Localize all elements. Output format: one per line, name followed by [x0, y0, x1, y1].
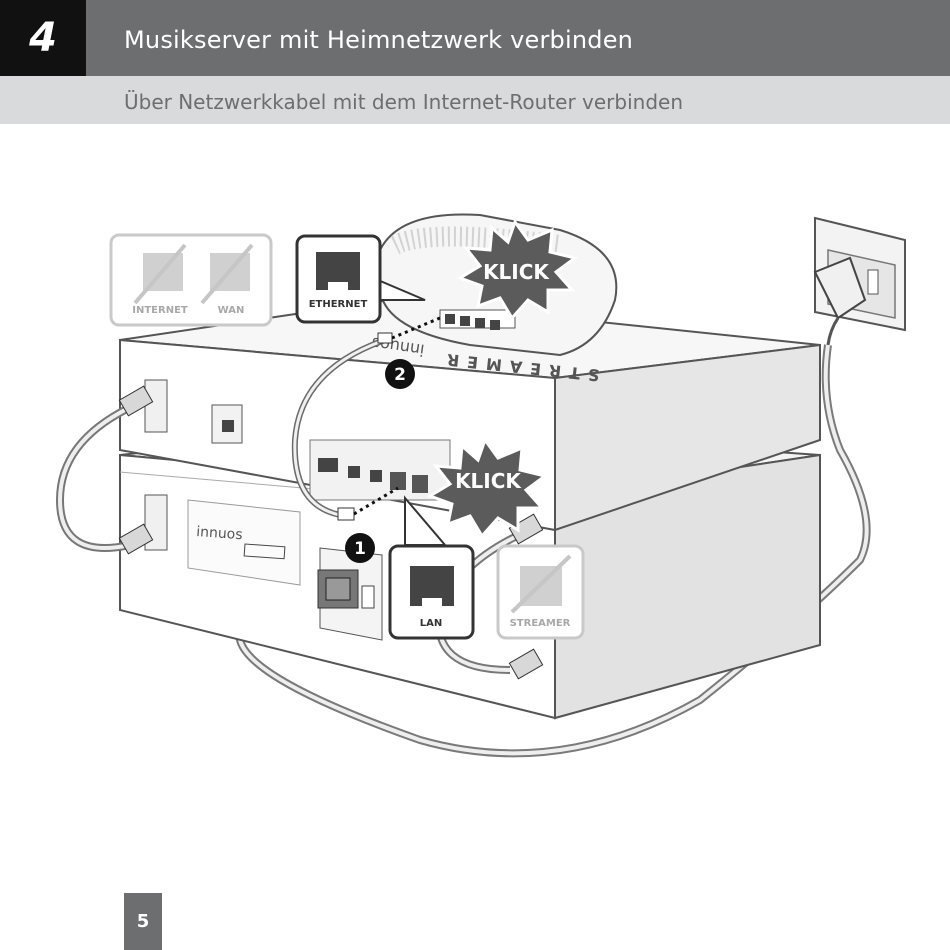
svg-text:1: 1 — [354, 539, 366, 559]
callout-internet-wan: INTERNET WAN — [109, 233, 273, 327]
step-number: 4 — [0, 0, 86, 76]
subheader-bar — [0, 76, 950, 124]
wall-socket — [813, 216, 906, 346]
click-burst-bottom: KLICK — [426, 436, 549, 539]
svg-text:2: 2 — [394, 365, 406, 385]
callout-streamer: STREAMER — [496, 544, 585, 640]
device-brand: innuos — [196, 524, 243, 543]
callout-ethernet: ETHERNET — [295, 234, 426, 324]
svg-text:KLICK: KLICK — [483, 260, 550, 284]
click-burst-top: KLICK — [456, 218, 579, 321]
connection-illustration: innuos innuos STREAMER — [55, 213, 906, 758]
header-bar — [0, 0, 950, 76]
callout-lan: LAN — [388, 495, 475, 640]
svg-text:ETHERNET: ETHERNET — [309, 299, 368, 310]
svg-text:LAN: LAN — [420, 618, 442, 629]
svg-text:WAN: WAN — [218, 305, 245, 316]
step-badge-1: 1 — [345, 533, 375, 563]
svg-text:INTERNET: INTERNET — [132, 305, 188, 316]
step-badge-2: 2 — [385, 359, 415, 389]
svg-text:KLICK: KLICK — [455, 469, 522, 493]
svg-text:STREAMER: STREAMER — [510, 618, 571, 629]
page-number: 5 — [124, 893, 162, 950]
page-title: Musikserver mit Heimnetzwerk verbinden — [124, 26, 634, 54]
page-subtitle: Über Netzwerkkabel mit dem Internet-Rout… — [124, 90, 684, 114]
